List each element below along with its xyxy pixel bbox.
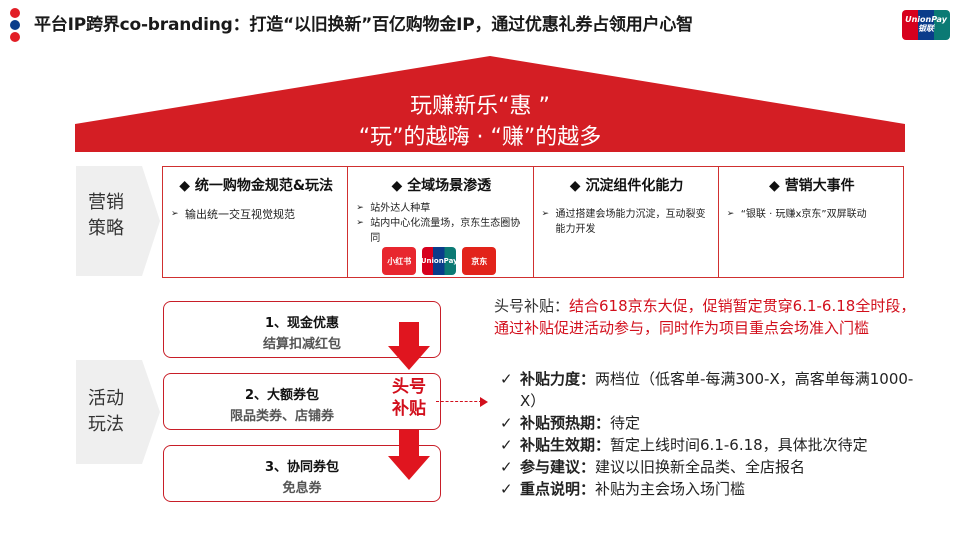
activity-subtitle: 免息券 [282,481,322,496]
column-scene-penetration: ◆ 全域场景渗透 ➢ 站外达人种草 ➢ 站内中心化流量场，京东生态圈协同 小红书… [348,167,534,277]
list-item: ➢ 通过搭建会场能力沉淀，互动裂变能力开发 [542,207,712,237]
app-icons: 小红书 UnionPay 京东 [382,247,497,275]
item-text: 补贴为主会场入场门槛 [595,480,746,498]
column-unified-rules: ◆ 统一购物金规范&玩法 ➢ 输出统一交互视觉规范 [163,167,349,277]
unionpay-icon: UnionPay [421,247,458,275]
activity-title: 3、协同券包 [264,460,340,475]
item-label: 参与建议： [520,458,596,476]
check-icon: ✓ [500,370,513,388]
item-label: 补贴生效期： [520,436,611,454]
column-component-ability: ◆ 沉淀组件化能力 ➢ 通过搭建会场能力沉淀，互动裂变能力开发 [534,167,719,277]
intro-lead: 头号补贴： [494,297,570,315]
subsidy-details-list: ✓ 补贴力度：两档位（低客单-每满300-X，高客单每满1000-X） ✓ 补贴… [500,368,920,500]
list-item: ➢ 输出统一交互视觉规范 [171,207,341,222]
roof-banner [75,56,905,152]
item-text: 建议以旧换新全品类、全店报名 [595,458,806,476]
arrow-bullet-icon: ➢ [541,209,550,219]
activity-subtitle: 结算扣减红包 [262,337,341,352]
jd-icon: 京东 [462,247,497,275]
activity-label-shape [76,360,160,464]
xiaohongshu-icon: 小红书 [382,247,417,275]
down-arrow-icon [388,322,430,370]
column-title: ◆ 全域场景渗透 [391,178,492,194]
activity-label: 活动玩法 [88,388,124,435]
item-text: 待定 [610,414,641,432]
check-icon: ✓ [500,480,513,498]
item-text: 两档位（低客单-每满300-X，高客单每满1000-X） [520,370,914,410]
check-icon: ✓ [500,436,513,454]
marketing-label: 营销策略 [88,192,124,239]
subsidy-intro: 头号补贴：结合618京东大促，促销暂定贯穿6.1-6.18全时段，通过补贴促进活… [494,295,926,339]
arrow-right-icon [480,397,488,407]
activity-title: 2、大额券包 [244,388,320,403]
activity-subtitle: 限品类券、店铺券 [229,409,334,424]
bullet-text: 输出统一交互视觉规范 [185,208,295,221]
dashed-connector [436,401,482,402]
activity-box-cash: 1、现金优惠 结算扣减红包 [163,301,441,358]
intro-text: 结合618京东大促，促销暂定贯穿6.1-6.18全时段，通过补贴促进活动参与，同… [494,297,916,337]
bullet-text: 站内中心化流量场，京东生态圈协同 [370,218,521,244]
roof-subheadline: “玩”的越嗨 · “赚”的越多 [358,125,602,150]
arrow-bullet-icon: ➢ [356,203,364,213]
list-item: ➢ 站内中心化流量场，京东生态圈协同 [356,216,526,246]
check-icon: ✓ [500,458,513,476]
activity-title: 1、现金优惠 [264,316,340,331]
column-title: ◆ 沉淀组件化能力 [569,178,684,194]
brand-logo-text: UnionPay 银联 [905,15,947,33]
unionpay-logo-icon: UnionPay 银联 [902,10,950,40]
arrow-bullet-icon: ➢ [356,218,364,228]
bullet-text: 站外达人种草 [370,203,431,214]
item-text: 暂定上线时间6.1-6.18，具体批次待定 [610,436,868,454]
page-title: 平台IP跨界co-branding：打造“以旧换新”百亿购物金IP，通过优惠礼券… [34,15,693,35]
subsidy-tag: 头号补贴 [384,376,434,420]
check-icon: ✓ [500,414,513,432]
list-item: ✓ 补贴预热期：待定 [500,412,920,434]
list-item: ➢ 站外达人种草 [356,201,526,216]
column-marketing-event: ◆ 营销大事件 ➢ “银联 · 玩赚x京东”双屏联动 [719,167,903,277]
roof-headline: 玩赚新乐“惠 ” [410,94,550,119]
bullet-text: “银联 · 玩赚x京东”双屏联动 [740,209,867,220]
marketing-label-shape [76,166,160,276]
down-arrow-icon [388,430,430,480]
activity-box-joint-coupon: 3、协同券包 免息券 [163,445,441,502]
arrow-bullet-icon: ➢ [171,209,179,219]
list-item: ✓ 参与建议：建议以旧换新全品类、全店报名 [500,456,920,478]
item-label: 补贴预热期： [520,414,611,432]
arrow-bullet-icon: ➢ [726,209,735,219]
item-label: 补贴力度： [520,370,596,388]
list-item: ✓ 补贴生效期：暂定上线时间6.1-6.18，具体批次待定 [500,434,920,456]
list-item: ✓ 重点说明：补贴为主会场入场门槛 [500,478,920,500]
column-title: ◆ 营销大事件 [769,178,855,194]
marketing-columns: ◆ 统一购物金规范&玩法 ➢ 输出统一交互视觉规范 ◆ 全域场景渗透 ➢ 站外达… [162,166,904,278]
column-title: ◆ 统一购物金规范&玩法 [179,178,334,194]
list-item: ✓ 补贴力度：两档位（低客单-每满300-X，高客单每满1000-X） [500,368,920,412]
list-item: ➢ “银联 · 玩赚x京东”双屏联动 [727,207,897,222]
item-label: 重点说明： [520,480,596,498]
brand-dots-icon [10,8,24,42]
bullet-text: 通过搭建会场能力沉淀，互动裂变能力开发 [555,209,706,235]
